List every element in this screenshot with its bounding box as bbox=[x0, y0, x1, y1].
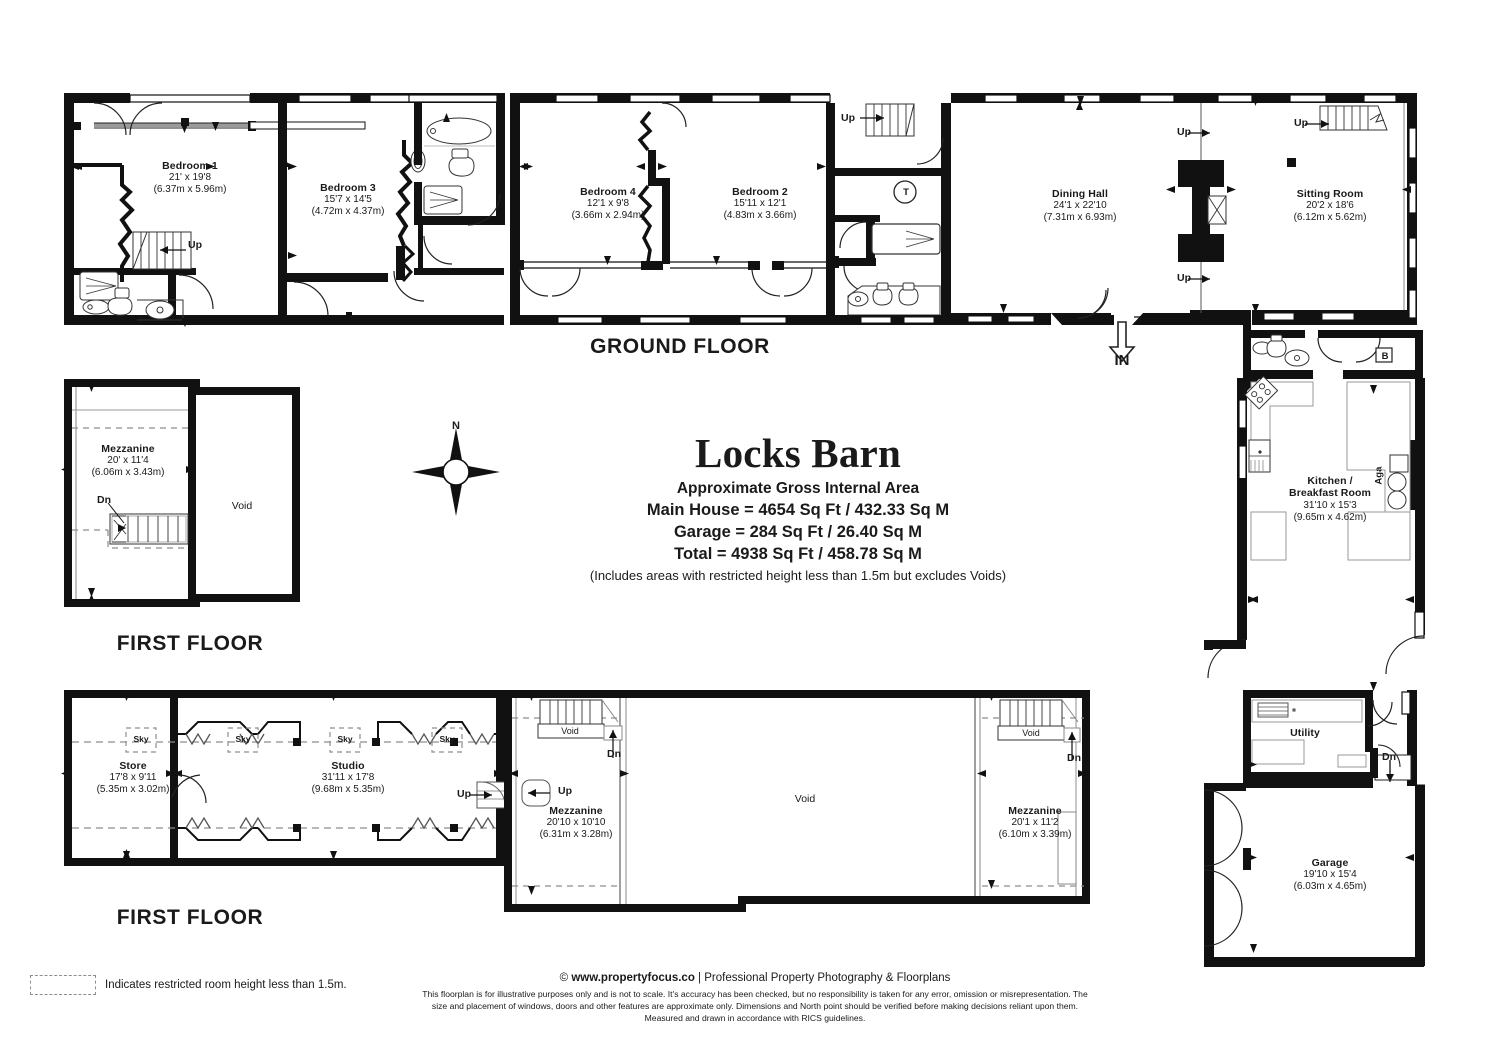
footer-disclaimer: This floorplan is for illustrative purpo… bbox=[422, 989, 1088, 1024]
room-label-store: Store 17'8 x 9'11 (5.35m x 3.02m) bbox=[96, 760, 170, 796]
void-label-small-right: Void bbox=[1022, 728, 1040, 738]
property-name: Locks Barn bbox=[695, 430, 901, 476]
title-block: Locks Barn Approximate Gross Internal Ar… bbox=[468, 430, 1128, 584]
floor-title-ground: GROUND FLOOR bbox=[590, 335, 770, 358]
room-label-garage: Garage 19'10 x 15'4 (6.03m x 4.65m) bbox=[1293, 857, 1367, 893]
stair-dn-label-utility: Dn bbox=[1382, 751, 1396, 763]
first-floor-bottom bbox=[61, 690, 1090, 912]
tank-marker-label: T bbox=[903, 187, 909, 198]
skylight-label-3: Sky bbox=[337, 734, 353, 744]
void-label-large: Void bbox=[794, 793, 816, 805]
stair-up-label-mezzanine: Up bbox=[558, 785, 572, 797]
stair-up-label-dining-top: Up bbox=[1177, 126, 1191, 138]
footer-tagline: Professional Property Photography & Floo… bbox=[704, 972, 951, 984]
room-label-mezzanine-bottom-left: Mezzanine 20'10 x 10'10 (6.31m x 3.28m) bbox=[539, 805, 613, 841]
ground-floor-kitchen-garage bbox=[1203, 330, 1425, 967]
room-label-dining-hall: Dining Hall 24'1 x 22'10 (7.31m x 6.93m) bbox=[1043, 188, 1117, 224]
room-label-bedroom-4: Bedroom 4 12'1 x 9'8 (3.66m x 2.94m) bbox=[571, 186, 645, 222]
stair-mezzanine-left bbox=[107, 502, 189, 545]
footer: © www.propertyfocus.co | Professional Pr… bbox=[415, 972, 1095, 1025]
stair-up-label-dining-bottom: Up bbox=[1177, 272, 1191, 284]
room-label-mezzanine-left: Mezzanine 20' x 11'4 (6.06m x 3.43m) bbox=[91, 443, 165, 479]
first-floor-left bbox=[61, 379, 300, 607]
room-label-bedroom-2: Bedroom 2 15'11 x 12'1 (4.83m x 3.66m) bbox=[723, 186, 797, 222]
stair-hall bbox=[860, 103, 915, 137]
room-label-bedroom-1: Bedroom 1 21' x 19'8 (6.37m x 5.96m) bbox=[153, 160, 227, 196]
skylight-label-1: Sky bbox=[133, 734, 149, 744]
room-label-kitchen-breakfast-room: Kitchen / Breakfast Room 31'10 x 15'3 (9… bbox=[1289, 475, 1371, 523]
stair-bedroom1 bbox=[132, 231, 192, 270]
area-main-house: Main House = 4654 Sq Ft / 432.33 Sq M bbox=[646, 501, 950, 520]
footer-separator: | bbox=[694, 972, 705, 984]
copyright-symbol: © bbox=[559, 972, 572, 984]
legend-text: Indicates restricted room height less th… bbox=[105, 979, 347, 991]
ensuite-bed3 bbox=[410, 103, 500, 225]
stair-mezzanine-bottom-left bbox=[537, 699, 623, 758]
void-label-small-left: Void bbox=[561, 726, 579, 736]
void-label-left: Void bbox=[231, 500, 253, 512]
stair-up-label-bedroom1: Up bbox=[188, 239, 202, 251]
ground-floor-central-wing bbox=[510, 93, 951, 325]
room-label-studio: Studio 31'11 x 17'8 (9.68m x 5.35m) bbox=[311, 760, 385, 796]
skylight-label-4: Sky bbox=[439, 734, 455, 744]
room-label-mezzanine-bottom-right: Mezzanine 20'1 x 11'2 (6.10m x 3.39m) bbox=[998, 805, 1072, 841]
entrance-label: IN bbox=[1114, 352, 1130, 369]
stair-mezzanine-bottom-right bbox=[997, 699, 1081, 760]
ground-floor-left-wing bbox=[64, 93, 505, 327]
stair-up-label-studio: Up bbox=[457, 788, 471, 800]
floor-title-first-left: FIRST FLOOR bbox=[116, 632, 264, 655]
area-note: (Includes areas with restricted height l… bbox=[589, 568, 1007, 584]
area-garage: Garage = 284 Sq Ft / 26.40 Sq M bbox=[673, 523, 923, 542]
legend-dashed-box-icon bbox=[30, 975, 96, 995]
bathroom-fixtures-bed1 bbox=[79, 271, 184, 321]
boiler-marker-label: B bbox=[1381, 351, 1389, 362]
stair-up-label-hall: Up bbox=[841, 112, 855, 124]
stair-dn-label-bottom-right: Dn bbox=[1067, 752, 1081, 764]
room-label-sitting-room: Sitting Room 20'2 x 18'6 (6.12m x 5.62m) bbox=[1293, 188, 1367, 224]
footer-website[interactable]: www.propertyfocus.co bbox=[571, 972, 695, 984]
footer-credit: © www.propertyfocus.co | Professional Pr… bbox=[415, 972, 1095, 984]
room-label-utility: Utility bbox=[1290, 727, 1320, 739]
area-subtitle: Approximate Gross Internal Area bbox=[676, 480, 920, 498]
skylight-label-2: Sky bbox=[235, 734, 251, 744]
stair-dn-label-bottom-left: Dn bbox=[607, 748, 621, 760]
aga-label: Aga bbox=[1373, 466, 1385, 485]
entrance-arrow bbox=[1108, 321, 1136, 363]
stair-up-label-sitting: Up bbox=[1294, 117, 1308, 129]
stair-sitting-room bbox=[1305, 105, 1388, 131]
compass-north-label: N bbox=[452, 420, 460, 432]
compass-rose bbox=[412, 428, 500, 516]
legend-restricted-height: Indicates restricted room height less th… bbox=[30, 975, 347, 995]
stair-dn-label-mezzanine-left: Dn bbox=[97, 494, 111, 506]
floor-title-first-bottom: FIRST FLOOR bbox=[116, 906, 264, 929]
area-total: Total = 4938 Sq Ft / 458.78 Sq M bbox=[674, 545, 922, 564]
room-label-bedroom-3: Bedroom 3 15'7 x 14'5 (4.72m x 4.37m) bbox=[311, 182, 385, 218]
ground-floor-right-wing bbox=[951, 93, 1417, 363]
